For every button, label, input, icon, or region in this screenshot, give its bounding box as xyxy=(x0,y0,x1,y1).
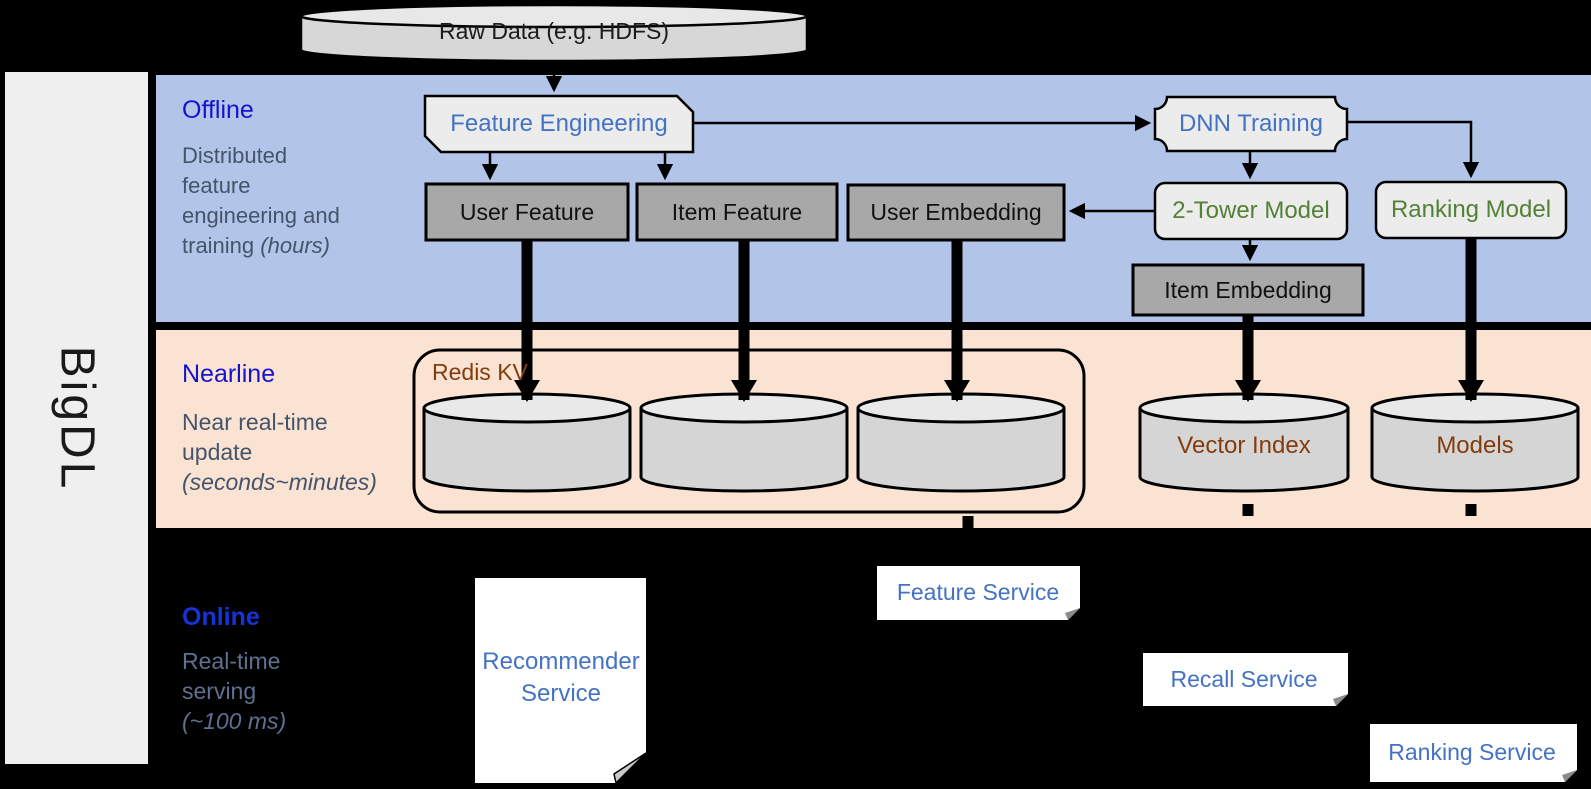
item-embedding-box xyxy=(1131,263,1365,317)
redis-cylinder-1 xyxy=(422,392,632,493)
online-desc-line3: (~100 ms) xyxy=(182,708,287,734)
two-tower-model-box xyxy=(1153,181,1349,241)
offline-band-title: Offline xyxy=(182,96,254,124)
online-band-title: Online xyxy=(182,603,260,631)
arrow-dnn-to-ranking-model xyxy=(1348,120,1480,179)
offline-band-description: Distributed feature engineering and trai… xyxy=(182,141,340,261)
redis-cylinder-3 xyxy=(856,392,1066,493)
dnn-training-box xyxy=(1153,95,1349,153)
thick-connectors xyxy=(514,239,1484,556)
offline-desc-line1: Distributed xyxy=(182,143,288,168)
ranking-service-doc xyxy=(1370,724,1577,782)
nearline-band-description: Near real-time update (seconds~minutes) xyxy=(182,407,377,497)
item-feature-box xyxy=(635,182,839,242)
feature-service-doc xyxy=(877,566,1080,620)
models-cylinder xyxy=(1370,392,1580,493)
ranking-model-box xyxy=(1374,180,1568,240)
offline-desc-line4: training (hours) xyxy=(182,231,340,261)
user-feature-box xyxy=(424,182,630,242)
offline-desc-line3: engineering and xyxy=(182,203,340,228)
bigdl-sidebar: BigDL xyxy=(5,72,148,764)
user-embedding-box xyxy=(846,183,1066,242)
nearline-band-title: Nearline xyxy=(182,360,276,388)
online-band-description: Real-time serving (~100 ms) xyxy=(182,646,286,736)
nearline-desc-line2: update xyxy=(182,439,253,465)
online-desc-line1: Real-time xyxy=(182,648,281,674)
vector-index-cylinder xyxy=(1138,392,1350,493)
feature-engineering-box xyxy=(423,94,695,154)
raw-data-store-shape xyxy=(299,3,809,63)
redis-cylinder-2 xyxy=(639,392,849,493)
online-desc-line2: serving xyxy=(182,678,257,704)
offline-desc-line4-italic: (hours) xyxy=(260,233,330,258)
recall-service-doc xyxy=(1143,653,1348,706)
thin-connectors xyxy=(481,63,1480,262)
nearline-desc-line3: (seconds~minutes) xyxy=(182,469,377,495)
nearline-desc-line1: Near real-time xyxy=(182,409,328,435)
recommender-service-doc xyxy=(475,578,647,785)
offline-desc-line2: feature xyxy=(182,173,251,198)
offline-desc-line4-text: training xyxy=(182,233,261,258)
